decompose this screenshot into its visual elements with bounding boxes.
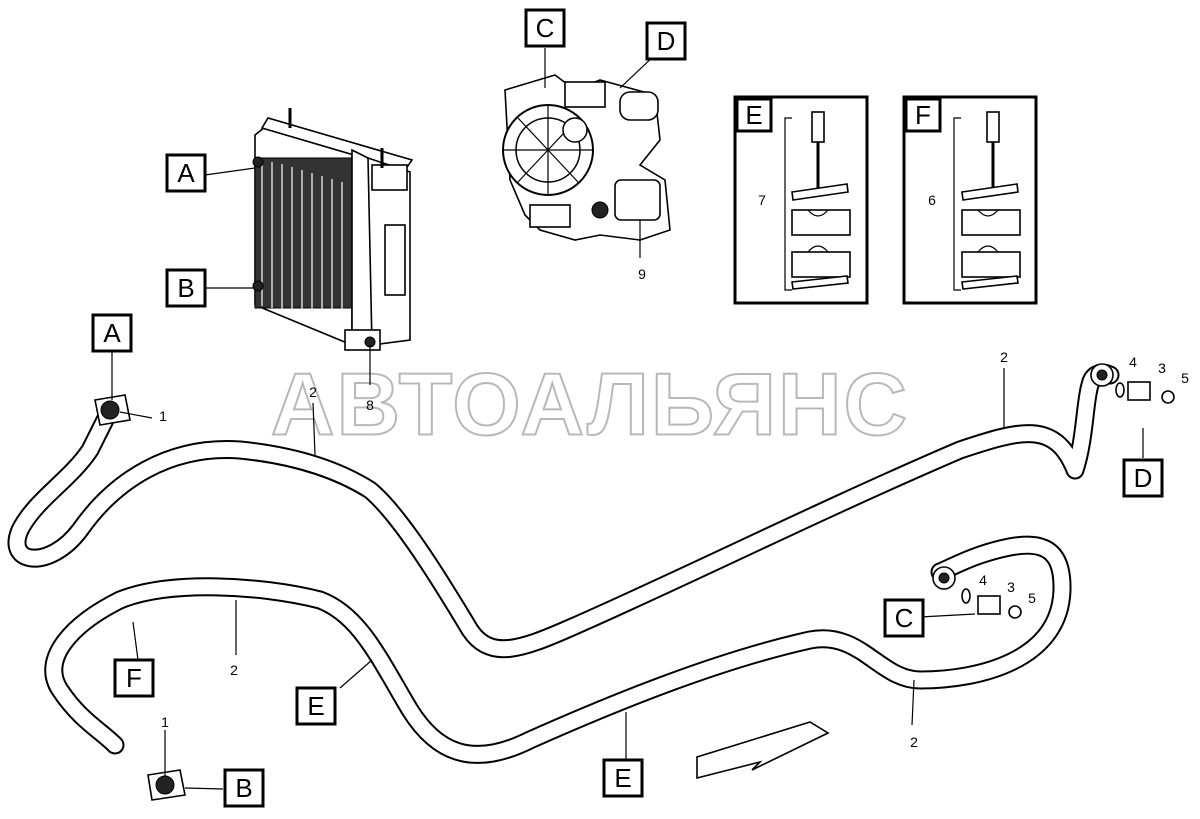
part-number: 3 xyxy=(1158,360,1166,376)
part-number: 4 xyxy=(979,572,987,588)
detail-label-a-radiator: A xyxy=(165,153,207,193)
part-number: 4 xyxy=(1129,354,1137,370)
svg-text:C: C xyxy=(536,13,555,43)
detail-label-b-radiator: B xyxy=(165,268,207,308)
part-number: 2 xyxy=(230,662,238,678)
radiator xyxy=(252,108,414,351)
part-number: 5 xyxy=(1028,590,1036,606)
svg-text:A: A xyxy=(103,318,121,348)
svg-text:D: D xyxy=(657,26,676,56)
svg-text:F: F xyxy=(915,100,931,130)
clamp-detail-box-e xyxy=(733,95,869,305)
svg-text:A: A xyxy=(177,158,195,188)
detail-label-e-box: E xyxy=(735,97,773,133)
part-number: 5 xyxy=(1181,370,1189,386)
detail-label-c-fitting: C xyxy=(883,598,925,638)
part-number: 1 xyxy=(159,408,167,424)
engine xyxy=(502,74,671,241)
detail-label-e-hose-mid: E xyxy=(295,686,337,726)
upper-hose xyxy=(7,363,1120,659)
part-number: 2 xyxy=(309,384,317,400)
part-number: 6 xyxy=(928,192,936,208)
fitting-bottom-left xyxy=(147,769,186,801)
detail-label-c-engine: C xyxy=(524,8,566,48)
part-number: 9 xyxy=(638,266,646,282)
svg-text:D: D xyxy=(1134,463,1153,493)
svg-text:B: B xyxy=(177,273,194,303)
detail-label-d-hose: D xyxy=(1122,458,1164,498)
fitting-top-left xyxy=(94,394,131,426)
part-number: 8 xyxy=(366,397,374,413)
part-number: 2 xyxy=(910,734,918,750)
watermark: АВТОАЛЬЯНС xyxy=(271,355,909,454)
fitting-right-upper xyxy=(1090,363,1175,404)
svg-text:E: E xyxy=(614,763,631,793)
lower-hose xyxy=(44,535,1072,764)
svg-text:B: B xyxy=(235,773,252,803)
detail-label-a-hose: A xyxy=(91,313,133,353)
leader-lines xyxy=(111,48,1144,790)
detail-label-f-box: F xyxy=(904,97,942,133)
part-number: 2 xyxy=(1000,349,1008,365)
detail-label-f-hose: F xyxy=(113,658,155,698)
direction-arrow-icon xyxy=(696,721,830,780)
detail-label-b-hose: B xyxy=(223,768,265,808)
svg-text:C: C xyxy=(895,603,914,633)
part-number: 1 xyxy=(161,714,169,730)
part-number: 3 xyxy=(1007,579,1015,595)
svg-text:E: E xyxy=(745,100,762,130)
detail-label-e-hose-bottom: E xyxy=(602,758,644,798)
svg-text:F: F xyxy=(126,663,142,693)
fitting-right-lower xyxy=(932,566,1022,619)
svg-text:E: E xyxy=(307,691,324,721)
detail-label-d-engine: D xyxy=(645,21,687,61)
part-number: 7 xyxy=(758,192,766,208)
